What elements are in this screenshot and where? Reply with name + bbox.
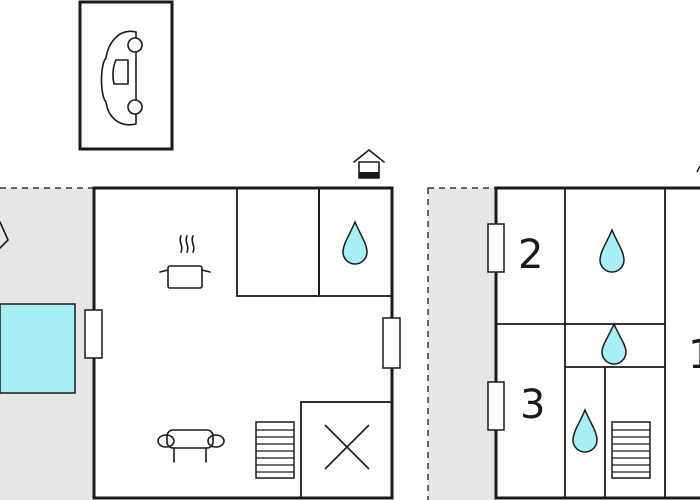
door-icon [487, 381, 505, 431]
stairs-icon [255, 421, 295, 479]
room-number-1: 1 [688, 332, 700, 378]
ground-floor [84, 186, 401, 500]
pool [0, 303, 76, 394]
car-icon [100, 30, 143, 126]
house-entrance-icon [353, 149, 385, 179]
cooking-pot-icon [159, 235, 211, 289]
room-number-2: 2 [518, 232, 543, 278]
left-terrace [0, 187, 93, 500]
stairs-icon [611, 421, 651, 479]
water-drop-icon [601, 322, 627, 365]
door-icon [84, 309, 103, 359]
cross-icon [324, 424, 370, 470]
room-number-3: 3 [520, 382, 545, 428]
water-drop-icon [599, 228, 625, 273]
upper-floor: 2 3 1 [487, 165, 700, 500]
water-drop-icon [342, 220, 368, 265]
compass-arrow-icon [0, 221, 9, 249]
door-icon [382, 317, 401, 369]
door-icon [487, 223, 505, 273]
parking-box [78, 0, 174, 151]
water-drop-icon [572, 408, 598, 453]
sofa-icon [157, 429, 225, 463]
right-terrace [427, 187, 496, 500]
